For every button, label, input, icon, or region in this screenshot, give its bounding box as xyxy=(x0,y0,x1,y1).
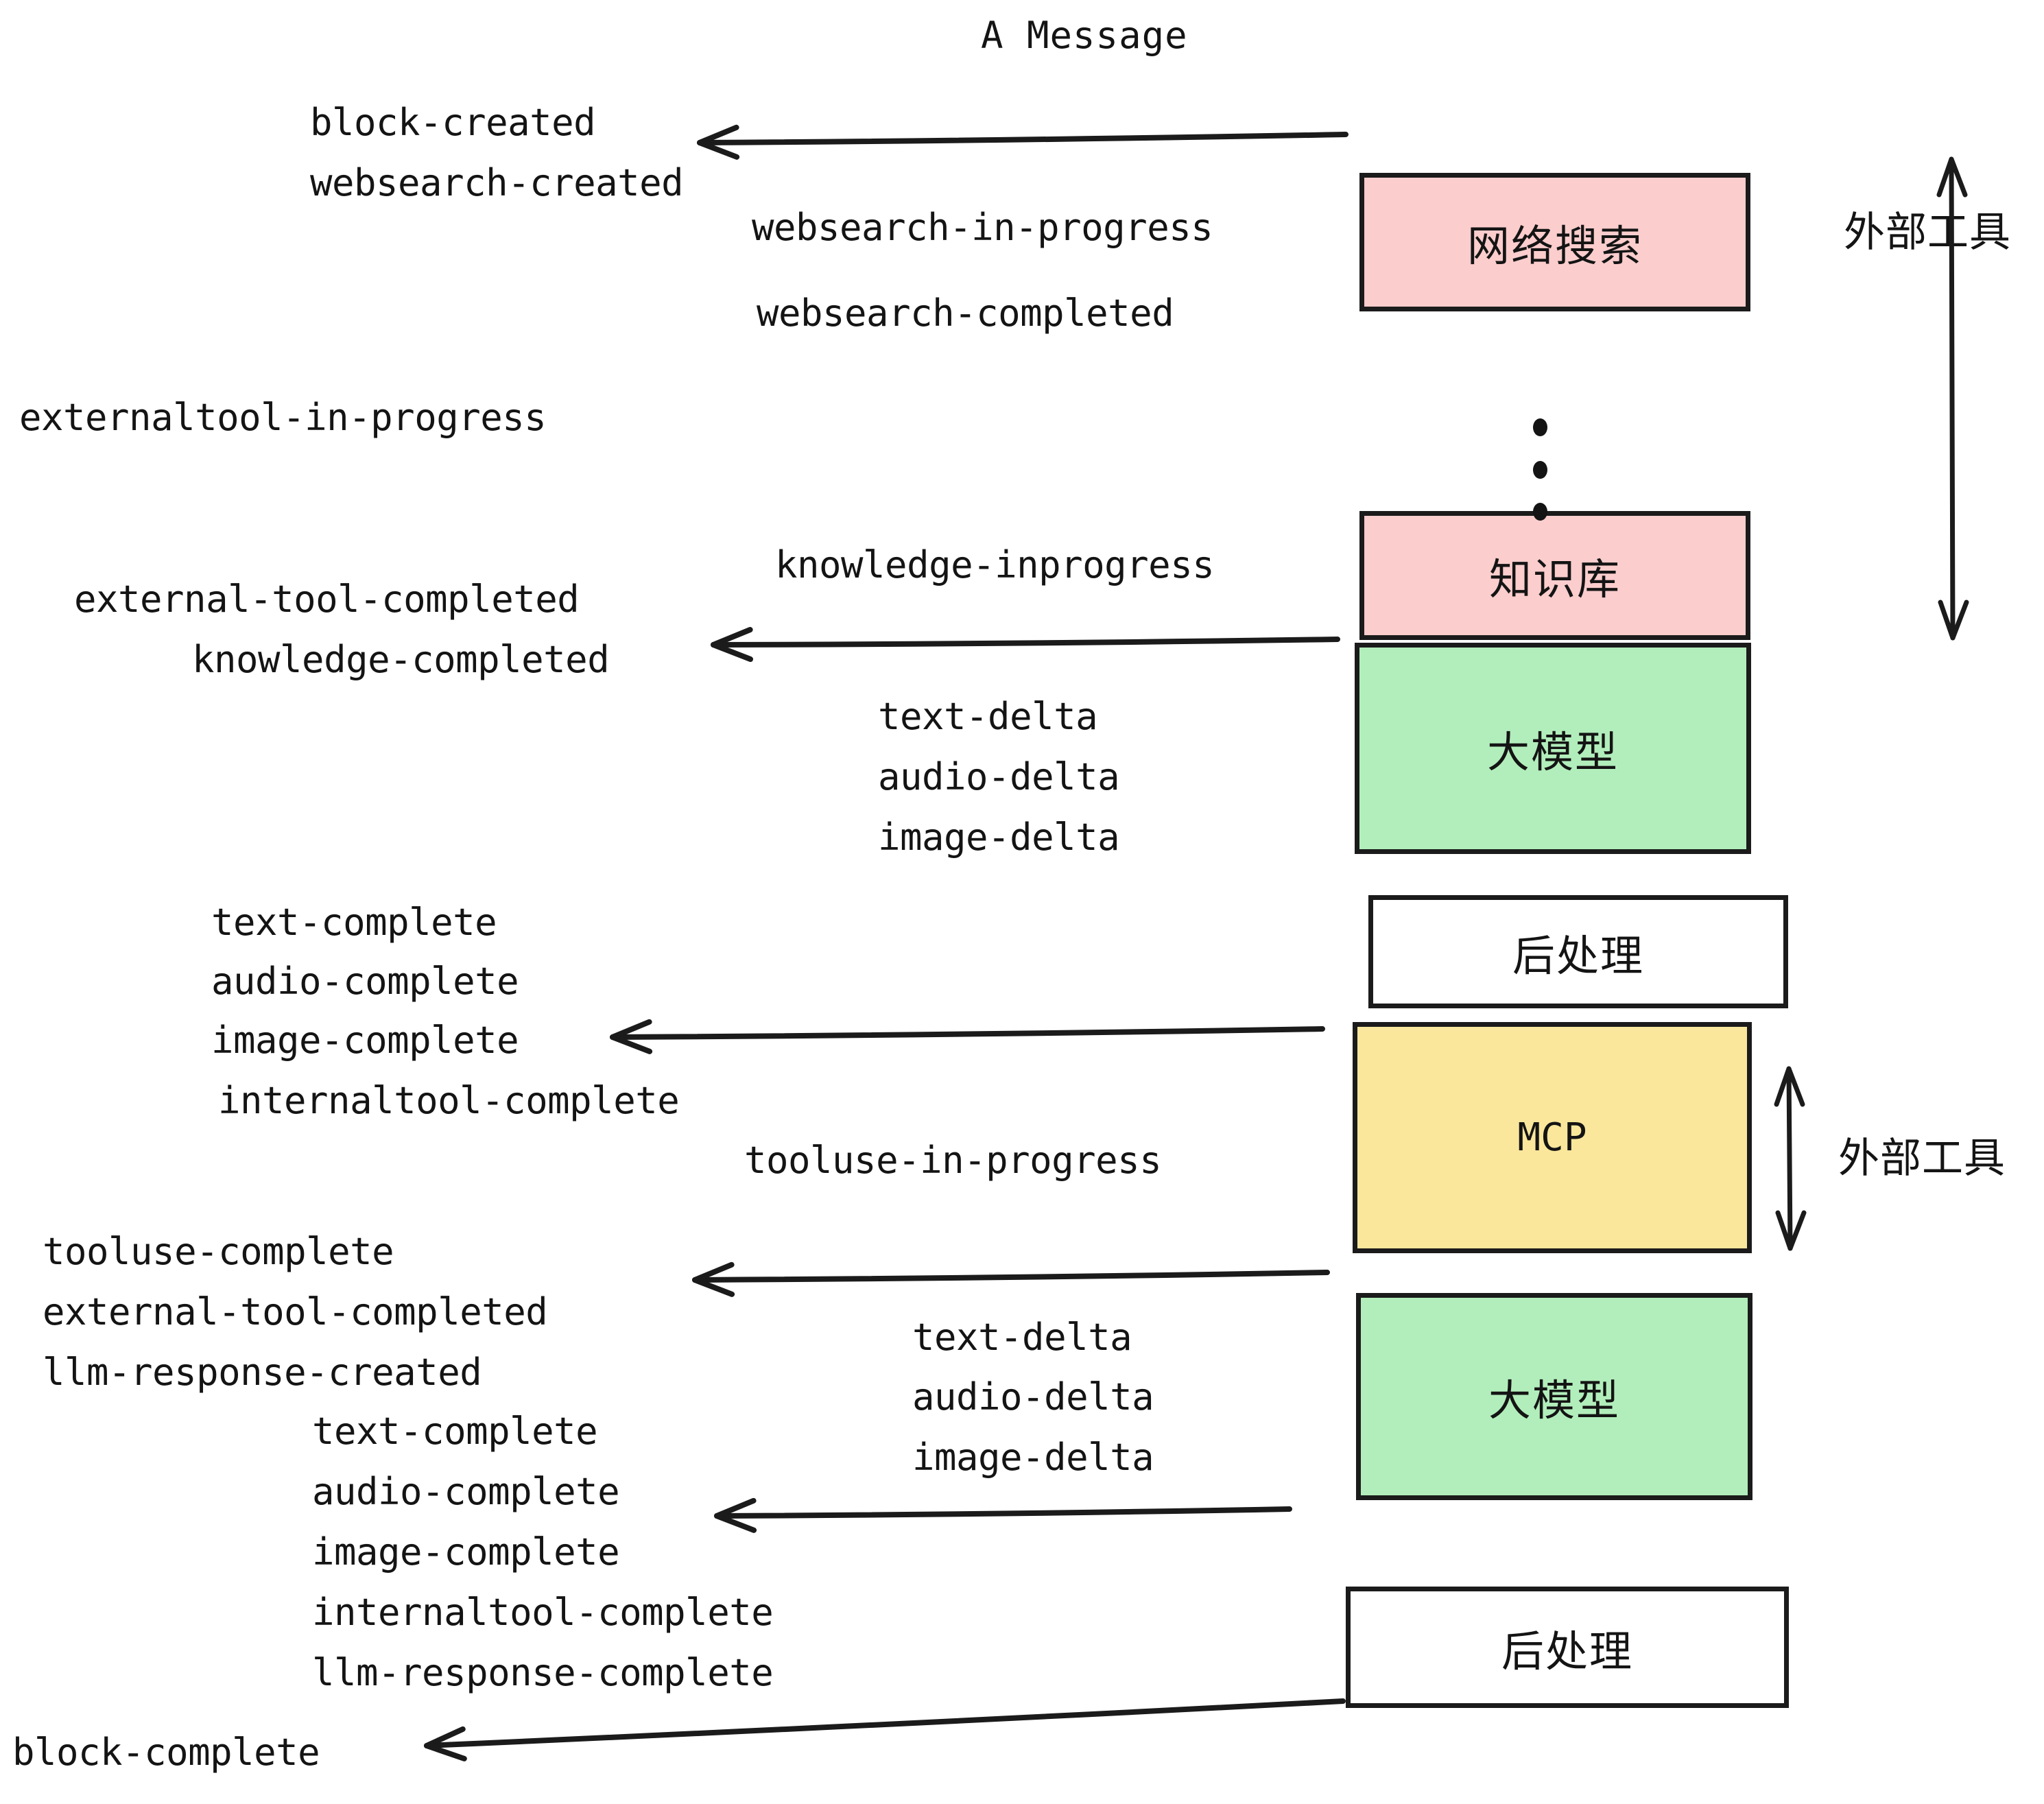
node-label-knowledgebase: 知识库 xyxy=(1488,554,1621,604)
arrow-postprocess1-to-events xyxy=(610,1026,1325,1040)
event-label-internaltool-complete-1: internaltool-complete xyxy=(218,1079,680,1122)
arrow-llm2-to-events-head xyxy=(714,1497,757,1533)
event-label-text-complete-1: text-complete xyxy=(211,901,497,944)
event-label-audio-complete-2: audio-complete xyxy=(312,1470,620,1513)
arrow-knowledge-to-events-head xyxy=(711,627,754,663)
event-label-external-tool-completed-2: external-tool-completed xyxy=(43,1290,548,1333)
event-label-text-delta-2: text-delta xyxy=(912,1316,1132,1359)
node-knowledgebase[interactable]: 知识库 xyxy=(1359,511,1750,640)
event-label-image-complete-1: image-complete xyxy=(211,1019,519,1062)
event-label-internaltool-complete-2: internaltool-complete xyxy=(312,1591,774,1634)
side-label-external-tool-top: 外部工具 xyxy=(1844,209,2011,257)
node-label-postprocess-1: 后处理 xyxy=(1512,930,1644,981)
arrow-llm2-to-events xyxy=(714,1506,1292,1519)
ellipsis-dot xyxy=(1533,461,1547,479)
event-label-llm-response-created: llm-response-created xyxy=(43,1351,482,1394)
arrow-mcp-to-events-head xyxy=(692,1261,735,1297)
event-label-knowledge-completed: knowledge-completed xyxy=(192,638,610,681)
event-label-websearch-completed: websearch-completed xyxy=(757,292,1174,335)
node-label-mcp: MCP xyxy=(1517,1115,1587,1160)
node-postprocess-2[interactable]: 后处理 xyxy=(1346,1587,1789,1708)
arrow-knowledge-to-events xyxy=(711,637,1340,648)
ellipsis-dot xyxy=(1533,503,1547,521)
event-label-websearch-in-progress: websearch-in-progress xyxy=(752,206,1213,249)
external-tool-range-bottom-head-up xyxy=(1774,1066,1805,1107)
event-label-text-delta-1: text-delta xyxy=(878,695,1098,738)
event-label-knowledge-inprogress: knowledge-inprogress xyxy=(775,543,1215,586)
external-tool-range-bottom-head-down xyxy=(1775,1210,1807,1251)
event-label-audio-delta-2: audio-delta xyxy=(912,1375,1154,1419)
event-label-websearch-created: websearch-created xyxy=(310,161,684,204)
event-label-image-complete-2: image-complete xyxy=(312,1530,620,1574)
event-label-image-delta-1: image-delta xyxy=(878,816,1120,859)
event-label-block-complete: block-complete xyxy=(12,1731,320,1774)
diagram-title: A Message xyxy=(981,14,1188,57)
event-label-tooluse-in-progress: tooluse-in-progress xyxy=(744,1139,1162,1182)
external-tool-range-top-head-down xyxy=(1938,600,1969,641)
event-label-externaltool-in-progress: externaltool-in-progress xyxy=(19,396,547,439)
event-label-tooluse-complete: tooluse-complete xyxy=(43,1230,394,1273)
arrow-websearch-to-events xyxy=(697,132,1348,145)
event-label-block-created: block-created xyxy=(310,101,596,144)
node-label-websearch: 网络搜索 xyxy=(1466,221,1643,271)
event-label-audio-complete-1: audio-complete xyxy=(211,960,519,1003)
node-label-llm-1: 大模型 xyxy=(1486,727,1619,777)
event-label-image-delta-2: image-delta xyxy=(912,1436,1154,1479)
node-websearch[interactable]: 网络搜索 xyxy=(1359,173,1750,311)
arrow-postprocess2-to-events-head xyxy=(424,1726,467,1761)
event-label-llm-response-complete: llm-response-complete xyxy=(312,1651,774,1694)
node-postprocess-1[interactable]: 后处理 xyxy=(1368,895,1788,1008)
event-label-audio-delta-1: audio-delta xyxy=(878,755,1120,798)
arrow-mcp-to-events xyxy=(692,1270,1330,1283)
node-llm-2[interactable]: 大模型 xyxy=(1356,1293,1752,1500)
ellipsis-dot xyxy=(1533,418,1547,436)
external-tool-range-top-head-up xyxy=(1936,156,1968,198)
node-mcp[interactable]: MCP xyxy=(1353,1022,1752,1253)
event-label-external-tool-completed-1: external-tool-completed xyxy=(74,578,580,621)
arrow-postprocess2-to-events xyxy=(424,1698,1346,1748)
node-label-llm-2: 大模型 xyxy=(1488,1375,1620,1425)
arrow-websearch-to-events-head xyxy=(697,124,740,160)
event-label-text-complete-2: text-complete xyxy=(312,1410,598,1453)
node-label-postprocess-2: 后处理 xyxy=(1501,1626,1633,1676)
node-llm-1[interactable]: 大模型 xyxy=(1355,643,1751,854)
arrow-postprocess1-to-events-head xyxy=(610,1019,653,1054)
side-label-external-tool-bottom: 外部工具 xyxy=(1838,1135,2006,1183)
external-tool-range-bottom xyxy=(1786,1066,1793,1251)
